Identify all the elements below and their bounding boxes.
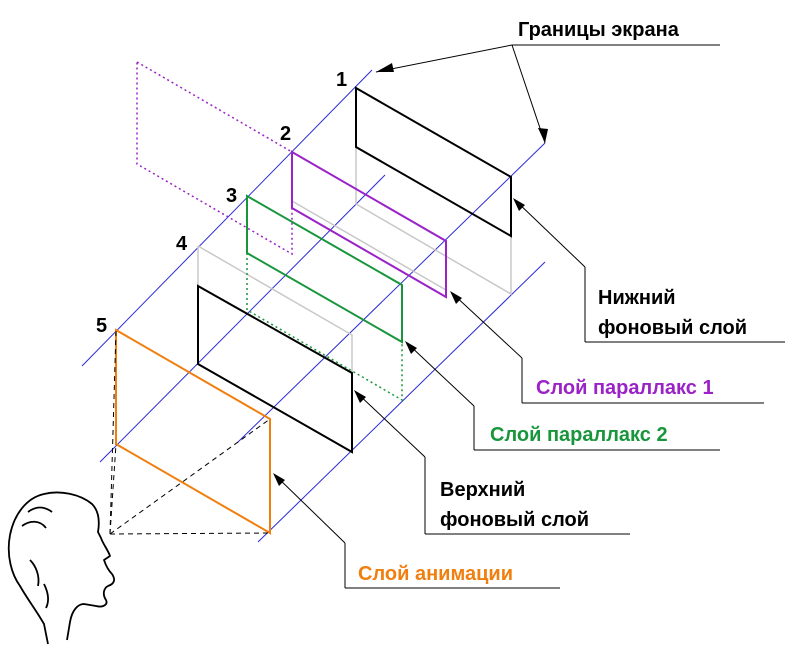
boundary-line-bottom-left (99, 174, 386, 463)
view-cone (109, 329, 271, 535)
layer2-parallax1 (291, 150, 447, 299)
bottom-background-label-line2: фоновый слой (598, 317, 747, 339)
bottom-background-label-line1: Нижний (598, 287, 676, 309)
layer-number-3: 3 (226, 185, 237, 207)
layer4-top-background (197, 284, 353, 454)
layer4-hidden-top (197, 245, 353, 373)
layer-number-2: 2 (280, 123, 291, 145)
leader-lines (274, 44, 785, 589)
arrow-boundary-2 (538, 128, 548, 143)
layer-number-4: 4 (176, 233, 188, 255)
screen-bounds-label: Границы экрана (518, 19, 680, 41)
boundary-line-bottom-right (257, 261, 546, 543)
boundary-line-top-left (81, 69, 373, 367)
top-background-label-line2: фоновый слой (440, 509, 589, 531)
arrow-layer1 (513, 198, 525, 211)
layer-number-5: 5 (96, 315, 107, 337)
animation-layer-label: Слой анимации (358, 563, 513, 585)
parallax1-ghost-frame (136, 60, 293, 256)
layer3-parallax2-dotted (246, 253, 403, 402)
parallax2-label: Слой параллакс 2 (490, 424, 668, 446)
head-profile-icon (7, 491, 115, 645)
layer2-hidden-edge (291, 200, 447, 291)
hidden-edges (197, 144, 512, 373)
arrow-boundary-1 (376, 63, 394, 72)
parallax1-label: Слой параллакс 1 (536, 377, 714, 399)
arrow-layer2 (450, 291, 462, 304)
layer1-hidden-edge (355, 144, 512, 296)
screen-boundary-lines (81, 69, 546, 543)
layer-number-1: 1 (336, 69, 347, 91)
layer1-bottom-background (355, 86, 512, 238)
layer3-parallax2 (246, 194, 403, 344)
arrow-layer3 (405, 341, 417, 354)
top-background-label-line1: Верхний (440, 479, 525, 501)
arrowheads (273, 63, 548, 486)
boundary-line-top-right (237, 142, 546, 443)
arrow-layer5 (273, 473, 285, 486)
layer5-animation (115, 328, 271, 535)
arrow-layer4 (354, 390, 366, 403)
